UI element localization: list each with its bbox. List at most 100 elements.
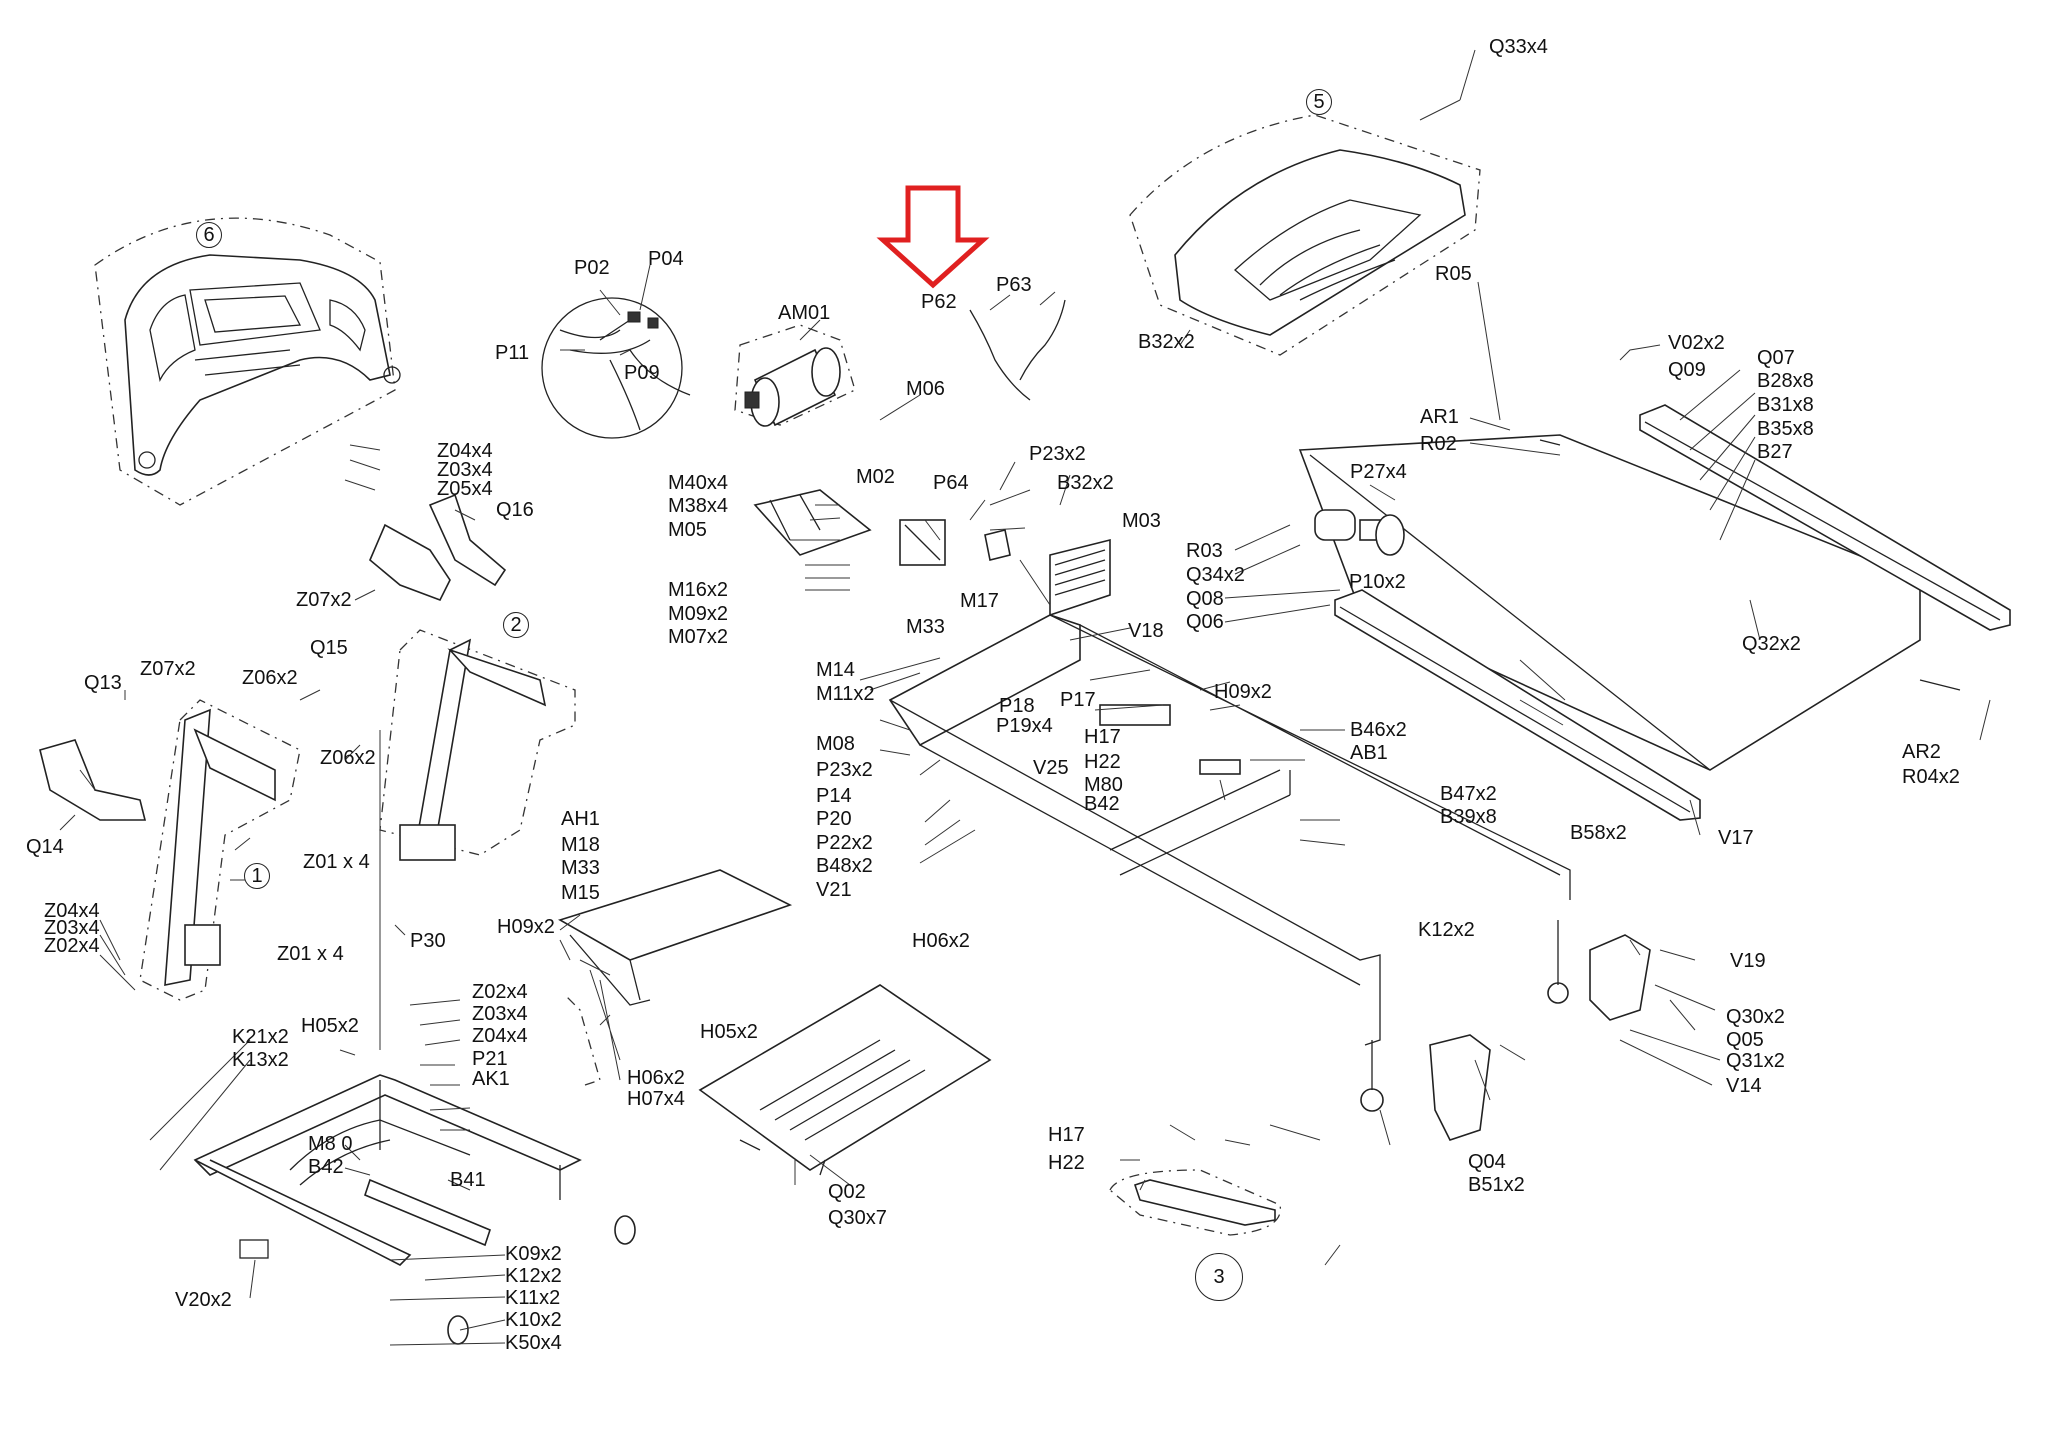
label-p17: P17	[1060, 689, 1096, 711]
label-q33x4: Q33x4	[1489, 36, 1548, 58]
controller-board	[984, 529, 1111, 617]
console-assembly	[94, 217, 401, 506]
label-z04x4-left: Z04x4	[44, 900, 100, 922]
label-p20: P20	[816, 808, 852, 830]
base-frame	[888, 614, 1571, 1112]
label-b28x8: B28x8	[1757, 370, 1814, 392]
assembly-marker-1: 1	[244, 863, 270, 889]
label-m08: M08	[816, 733, 855, 755]
label-v02x2: V02x2	[1668, 332, 1725, 354]
label-q02: Q02	[828, 1181, 866, 1203]
label-m03: M03	[1122, 510, 1161, 532]
label-q34x2: Q34x2	[1186, 564, 1245, 586]
label-ab1: AB1	[1350, 742, 1388, 764]
label-k13x2: K13x2	[232, 1049, 289, 1071]
motor-mount	[753, 489, 946, 566]
foot-cover-q05	[1589, 934, 1651, 1021]
label-h05x2-mid: H05x2	[700, 1021, 758, 1043]
label-k10x2: K10x2	[505, 1309, 562, 1331]
label-p63: P63	[996, 274, 1032, 296]
label-m80-left: M8 0	[308, 1133, 353, 1155]
label-b46x2: B46x2	[1350, 719, 1407, 741]
label-m07x2: M07x2	[668, 626, 729, 648]
label-z07x2-upper: Z07x2	[296, 589, 352, 611]
label-ah1: AH1	[561, 808, 600, 830]
label-p27x4: P27x4	[1350, 461, 1407, 483]
label-h07x4: H07x4	[627, 1088, 685, 1110]
label-h09x2-right: H09x2	[1214, 681, 1272, 703]
label-b32x2-mid: B32x2	[1057, 472, 1114, 494]
label-v21: V21	[816, 879, 852, 901]
label-m09x2: M09x2	[668, 603, 729, 625]
bottom-cover	[698, 984, 992, 1176]
label-b48x2: B48x2	[816, 855, 873, 877]
label-q05: Q05	[1726, 1029, 1764, 1051]
label-p22x2: P22x2	[816, 832, 873, 854]
label-q31x2: Q31x2	[1726, 1050, 1785, 1072]
assembly-marker-3: 3	[1195, 1253, 1243, 1301]
label-h22-mid: H22	[1084, 751, 1121, 773]
label-p62: P62	[921, 291, 957, 313]
label-b42-mid: B42	[1084, 793, 1120, 815]
label-b39x8: B39x8	[1440, 806, 1497, 828]
label-k12x2-right: K12x2	[1418, 919, 1475, 941]
label-q06: Q06	[1186, 611, 1224, 633]
label-m18: M18	[561, 834, 600, 856]
label-m06: M06	[906, 378, 945, 400]
label-q13: Q13	[84, 672, 122, 694]
label-v17: V17	[1718, 827, 1754, 849]
label-h06x2-low: H06x2	[627, 1067, 685, 1089]
label-m14: M14	[816, 659, 855, 681]
label-z06x2-lower: Z06x2	[320, 747, 376, 769]
label-q30x2: Q30x2	[1726, 1006, 1785, 1028]
label-v19: V19	[1730, 950, 1766, 972]
label-z04x4-console: Z04x4	[437, 440, 493, 462]
label-b32x2-hood: B32x2	[1138, 331, 1195, 353]
label-h22-low: H22	[1048, 1152, 1085, 1174]
label-q14: Q14	[26, 836, 64, 858]
label-m40x4: M40x4	[668, 472, 729, 494]
label-b42-left: B42	[308, 1156, 344, 1178]
label-z02x4-left: Z02x4	[44, 935, 100, 957]
label-p04: P04	[648, 248, 684, 270]
label-z04x4-mid: Z04x4	[472, 1025, 528, 1047]
label-p23x2-mid: P23x2	[816, 759, 873, 781]
label-m33-top: M33	[906, 616, 945, 638]
label-ar2: AR2	[1902, 741, 1941, 763]
label-b31x8: B31x8	[1757, 394, 1814, 416]
wiring-harness-detail	[541, 297, 691, 439]
assembly-marker-6: 6	[196, 222, 222, 248]
label-b41: B41	[450, 1169, 486, 1191]
foot-cover-q04	[1429, 1034, 1491, 1141]
label-m15: M15	[561, 882, 600, 904]
label-ar1: AR1	[1420, 406, 1459, 428]
label-k09x2: K09x2	[505, 1243, 562, 1265]
label-m33-low: M33	[561, 857, 600, 879]
label-b51x2: B51x2	[1468, 1174, 1525, 1196]
label-b35x8: B35x8	[1757, 418, 1814, 440]
label-m11x2: M11x2	[816, 683, 875, 705]
label-q15: Q15	[310, 637, 348, 659]
label-b47x2: B47x2	[1440, 783, 1497, 805]
label-v20x2: V20x2	[175, 1289, 232, 1311]
label-m05: M05	[668, 519, 707, 541]
label-m38x4: M38x4	[668, 495, 729, 517]
label-q32x2: Q32x2	[1742, 633, 1801, 655]
label-m16x2: M16x2	[668, 579, 729, 601]
label-p14: P14	[816, 785, 852, 807]
incline-assembly	[558, 869, 793, 1086]
label-z05x4: Z05x4	[437, 478, 493, 500]
leader-lines	[59, 49, 1991, 1346]
label-q08: Q08	[1186, 588, 1224, 610]
label-h06x2-mid: H06x2	[912, 930, 970, 952]
deck-frame	[1298, 404, 2011, 821]
label-p11: P11	[495, 342, 530, 364]
label-b27: B27	[1757, 441, 1793, 463]
upright-1	[139, 699, 301, 1001]
label-k12x2-left: K12x2	[505, 1265, 562, 1287]
label-z01x4-upper: Z01 x 4	[303, 851, 370, 873]
label-p23x2-top: P23x2	[1029, 443, 1086, 465]
label-p64: P64	[933, 472, 969, 494]
label-v25: V25	[1033, 757, 1069, 779]
